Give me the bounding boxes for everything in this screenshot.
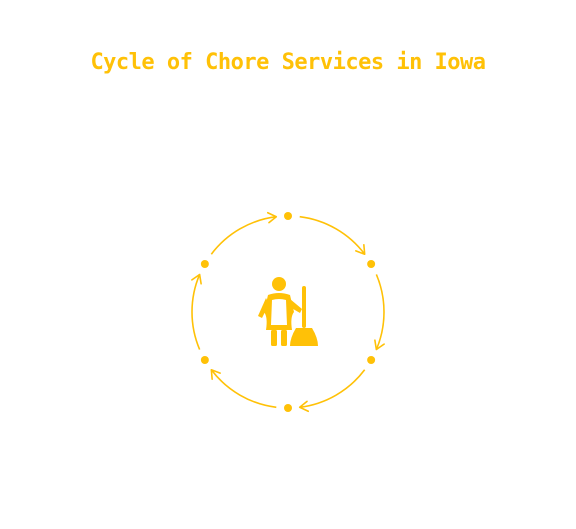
cycle-arc [299,215,366,255]
cycle-node [200,260,209,268]
cycle-arcs [191,211,385,413]
cycle-node [284,404,292,412]
cycle-arrowhead [374,339,385,351]
cycle-node [284,212,292,220]
diagram-title: Cycle of Chore Services in Iowa [90,50,486,75]
cycle-arrowhead [355,244,366,256]
housekeeper-with-broom-icon [258,277,318,346]
cycle-arc [375,274,385,350]
cycle-arc [210,369,277,409]
cycle-arrowhead [298,400,310,413]
cycle-node [367,260,376,268]
cycle-arc [191,274,201,350]
cycle-arrowhead [210,368,221,380]
cycle-nodes [200,212,376,412]
cycle-node [367,356,376,364]
cycle-arc [299,369,366,409]
cycle-arc [210,215,277,255]
cycle-node [200,356,209,364]
cycle-arrowhead [266,211,278,224]
cycle-arrowhead [191,273,202,285]
